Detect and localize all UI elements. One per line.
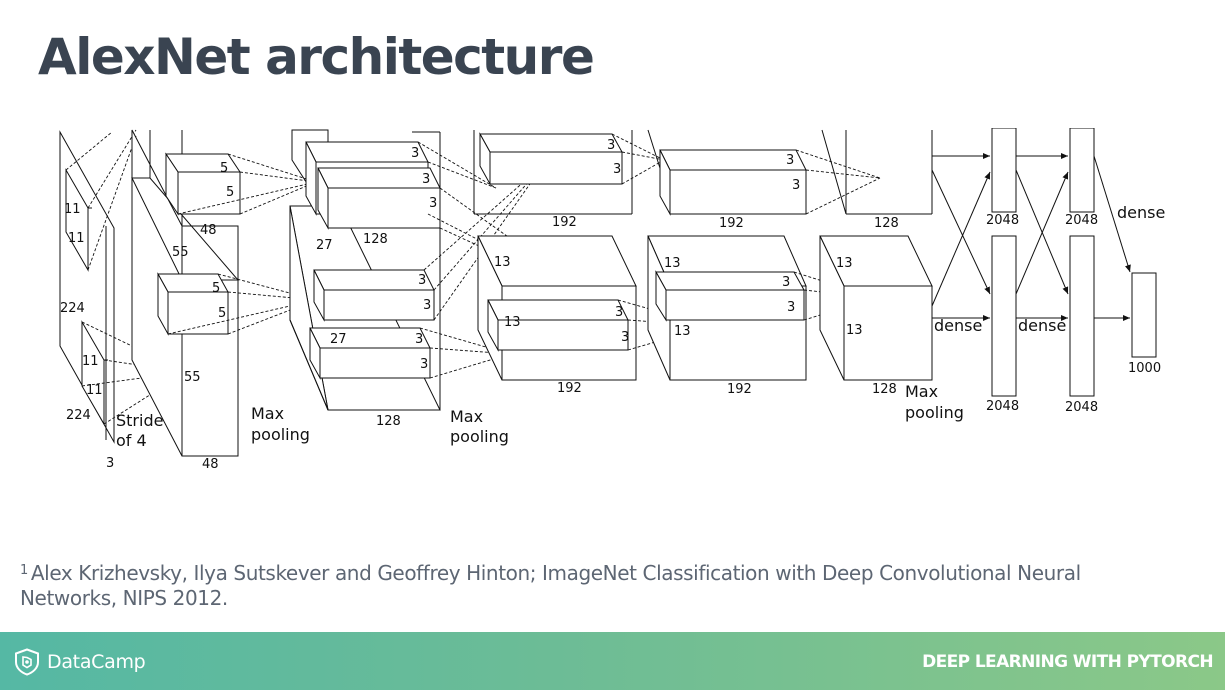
- label-conv2-3g: 3: [420, 357, 428, 372]
- label-pool2-a: Max: [450, 407, 483, 426]
- label-pool3-b: pooling: [905, 403, 964, 422]
- label-conv4-3a: 3: [786, 153, 794, 168]
- label-input-11c: 11: [82, 354, 99, 369]
- label-fc7-top: 2048: [1065, 213, 1098, 228]
- label-fc6-top: 2048: [986, 213, 1019, 228]
- label-conv3-3c: 3: [615, 305, 623, 320]
- label-conv1-48-bottom: 48: [202, 457, 219, 472]
- label-conv1-5a: 5: [220, 161, 228, 176]
- label-conv1-5d: 5: [218, 306, 226, 321]
- label-conv1-55a: 55: [172, 245, 189, 260]
- label-conv3-13a: 13: [494, 255, 511, 270]
- label-conv4-13b: 13: [674, 324, 691, 339]
- label-input-224-bottom: 224: [66, 408, 91, 423]
- conv1-volume: [131, 129, 241, 457]
- label-conv4-192-top: 192: [719, 216, 744, 231]
- label-dense-3: dense: [1117, 203, 1165, 222]
- label-input-11d: 11: [86, 383, 103, 398]
- course-title: DEEP LEARNING WITH PYTORCH: [922, 652, 1213, 672]
- label-conv1-5c: 5: [212, 281, 220, 296]
- label-conv5-13b: 13: [846, 323, 863, 338]
- label-fc7-bottom: 2048: [1065, 400, 1098, 415]
- conv3-volume: [473, 130, 637, 381]
- label-conv2-3f: 3: [415, 332, 423, 347]
- label-fc8: 1000: [1128, 361, 1161, 376]
- label-conv3-3a: 3: [607, 138, 615, 153]
- label-conv2-27a: 27: [316, 238, 333, 253]
- label-fc6-bottom: 2048: [986, 399, 1019, 414]
- label-conv2-3a: 3: [411, 146, 419, 161]
- label-conv5-128-top: 128: [874, 216, 899, 231]
- label-conv1-5b: 5: [226, 185, 234, 200]
- conv4-volume: [647, 129, 807, 381]
- label-input-11b: 11: [68, 231, 85, 246]
- label-stride-of: of 4: [116, 431, 147, 450]
- fc-layers: [991, 128, 1157, 397]
- label-conv4-13a: 13: [664, 256, 681, 271]
- label-conv3-3b: 3: [613, 162, 621, 177]
- label-dense-1: dense: [934, 316, 982, 335]
- brand-name: DataCamp: [47, 651, 146, 673]
- datacamp-shield-icon: [15, 648, 39, 676]
- label-input-3: 3: [106, 456, 114, 471]
- label-conv1-48-top: 48: [200, 223, 217, 238]
- footnote-text: Alex Krizhevsky, Ilya Sutskever and Geof…: [20, 561, 1081, 610]
- label-dense-2: dense: [1018, 316, 1066, 335]
- label-input-224-side: 224: [60, 301, 85, 316]
- label-conv2-3c: 3: [429, 196, 437, 211]
- conv1-to-conv2-connections: [167, 153, 317, 335]
- label-conv4-3b: 3: [792, 178, 800, 193]
- label-pool2-b: pooling: [450, 427, 509, 446]
- label-conv1-55b: 55: [184, 370, 201, 385]
- label-conv3-192-bottom: 192: [557, 381, 582, 396]
- slide-title: AlexNet architecture: [38, 28, 595, 86]
- label-pool3-a: Max: [905, 382, 938, 401]
- label-conv3-13b: 13: [504, 315, 521, 330]
- conv2-volume: [289, 129, 441, 411]
- label-conv2-128-bottom: 128: [376, 414, 401, 429]
- label-conv4-3c: 3: [782, 275, 790, 290]
- label-input-11a: 11: [64, 202, 81, 217]
- label-conv4-192-bottom: 192: [727, 382, 752, 397]
- label-pool1-a: Max: [251, 404, 284, 423]
- brand-logo[interactable]: DataCamp: [14, 647, 146, 677]
- label-conv5-128-bottom: 128: [872, 382, 897, 397]
- label-conv3-192-top: 192: [552, 215, 577, 230]
- footer-bar: DataCamp DEEP LEARNING WITH PYTORCH: [0, 632, 1225, 690]
- label-conv2-128-top: 128: [363, 232, 388, 247]
- label-conv4-3d: 3: [787, 300, 795, 315]
- diagram-labels: 11 11 224 11 11 224 3 Stride of 4 55 55 …: [60, 138, 1165, 472]
- label-conv2-3d: 3: [418, 273, 426, 288]
- label-pool1-b: pooling: [251, 425, 310, 444]
- label-conv5-13a: 13: [836, 256, 853, 271]
- label-conv3-3d: 3: [621, 330, 629, 345]
- label-conv2-27b: 27: [330, 332, 347, 347]
- label-conv2-3e: 3: [423, 298, 431, 313]
- label-conv2-3b: 3: [422, 172, 430, 187]
- conv5-volume: [819, 129, 933, 381]
- footnote-marker: 1: [20, 563, 28, 578]
- fc-arrows: [931, 153, 1131, 321]
- input-image-volume: [59, 130, 115, 444]
- label-stride: Stride: [116, 411, 163, 430]
